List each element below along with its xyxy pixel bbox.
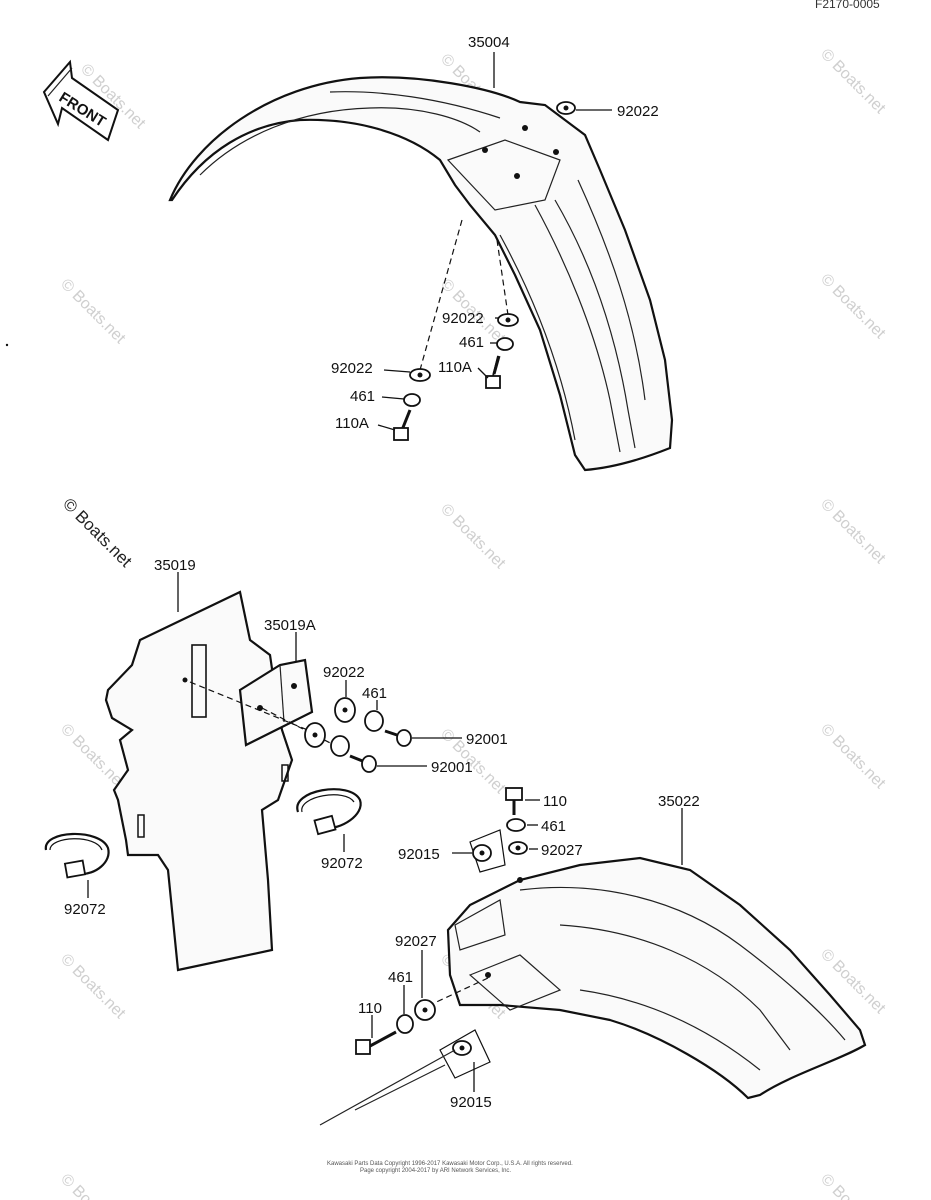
reference-code: F2170-0005 — [815, 0, 880, 11]
bolt-110 — [505, 787, 523, 815]
callout-35004: 35004 — [468, 34, 510, 51]
collar-461 — [496, 337, 514, 351]
watermark: © Boats.net — [817, 496, 889, 568]
nut-92015 — [439, 1029, 491, 1079]
watermark: © Boats.net — [57, 721, 129, 793]
callout-92022-left: 92022 — [331, 360, 373, 377]
callout-110A-left: 110A — [335, 415, 369, 432]
callout-92015-low: 92015 — [450, 1094, 492, 1111]
watermark: © Boats.net — [817, 271, 889, 343]
rear-fender-35022 — [446, 856, 867, 1100]
front-fender-35004 — [168, 76, 674, 472]
collar-461 — [403, 393, 421, 407]
callout-461-flap: 461 — [362, 685, 387, 702]
callout-110-low: 110 — [358, 1000, 382, 1017]
clamp-92072 — [296, 788, 362, 836]
dashed-guide — [419, 219, 463, 371]
callout-110A-mid: 110A — [438, 359, 472, 376]
clamp-92072 — [44, 832, 110, 879]
callout-92015-top: 92015 — [398, 846, 440, 863]
bolt-110A — [393, 409, 412, 441]
callout-35019A: 35019A — [264, 617, 316, 634]
watermark: © Boats.net — [817, 46, 889, 118]
copyright-line: Kawasaki Parts Data Copyright 1996-2017 … — [327, 1161, 573, 1167]
collar-461 — [506, 818, 526, 832]
watermark: © Boats.net — [437, 501, 509, 573]
bolt-92001 — [384, 729, 412, 747]
callout-92027-top: 92027 — [541, 842, 583, 859]
callout-92001-a: 92001 — [466, 731, 508, 748]
callout-461-low: 461 — [388, 969, 413, 986]
callout-461-top: 461 — [541, 818, 566, 835]
callout-92022-mid: 92022 — [442, 310, 484, 327]
collar-461 — [364, 710, 384, 732]
callout-92001-b: 92001 — [431, 759, 473, 776]
watermark: © Boats.net — [817, 721, 889, 793]
callout-35022: 35022 — [658, 793, 700, 810]
callout-92027-low: 92027 — [395, 933, 437, 950]
nut-92015 — [469, 829, 506, 873]
collar-461 — [396, 1014, 414, 1034]
callout-35019: 35019 — [154, 557, 196, 574]
callout-110-top: 110 — [543, 793, 567, 810]
callout-461-left: 461 — [350, 388, 375, 405]
callout-92022-top: 92022 — [617, 103, 659, 120]
bolt-110 — [355, 1030, 397, 1055]
watermark: © Boats.net — [57, 951, 129, 1023]
mud-flap-35019 — [104, 590, 294, 972]
bolt-92001 — [349, 754, 377, 773]
callout-92072-a: 92072 — [321, 855, 363, 872]
copyright-line: Page copyright 2004-2017 by ARI Network … — [360, 1168, 511, 1174]
callout-92022-flap: 92022 — [323, 664, 365, 681]
bolt-110A — [485, 355, 501, 389]
callout-461-mid: 461 — [459, 334, 484, 351]
collar-461 — [330, 735, 350, 757]
watermark: © Boats.net — [59, 494, 136, 571]
watermark: © Boats.net — [57, 276, 129, 348]
watermark: © Boats.net — [817, 1171, 889, 1200]
dashed-guide — [496, 239, 509, 316]
watermark: © Boats.net — [57, 1171, 129, 1200]
callout-92072-b: 92072 — [64, 901, 106, 918]
